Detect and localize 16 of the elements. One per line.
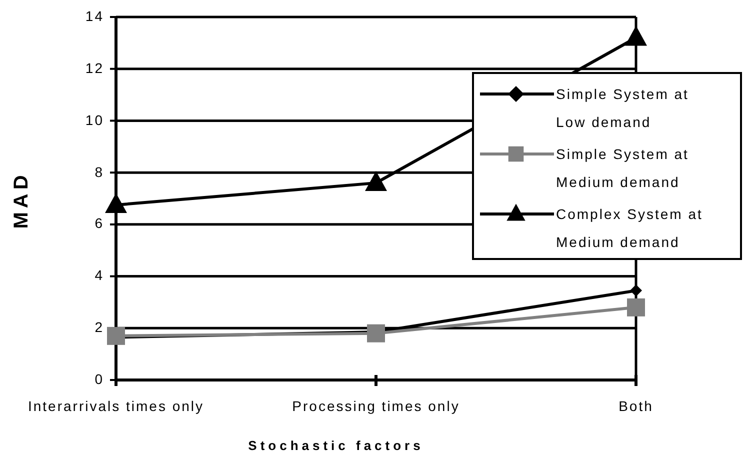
tick-label: 14: [85, 8, 104, 24]
tick-label: 2: [94, 319, 104, 336]
category-label: Interarrivals times only: [28, 398, 204, 414]
category-label: Both: [618, 398, 654, 414]
tick-label: 10: [85, 112, 104, 128]
legend-label: Simple System at Low demand: [556, 85, 690, 132]
tick-label: 12: [85, 60, 104, 76]
legend-label: Simple System at Medium demand: [556, 145, 690, 192]
category-label: Processing times only: [292, 398, 460, 414]
tick-label: 4: [94, 267, 104, 284]
tick-label: 0: [94, 371, 104, 387]
tick-label: 8: [94, 164, 104, 180]
axis-title: MAD: [10, 171, 34, 229]
legend-label: Complex System at Medium demand: [556, 205, 704, 252]
tick-label: 6: [94, 215, 104, 232]
axis-title: Stochastic factors: [248, 438, 424, 453]
